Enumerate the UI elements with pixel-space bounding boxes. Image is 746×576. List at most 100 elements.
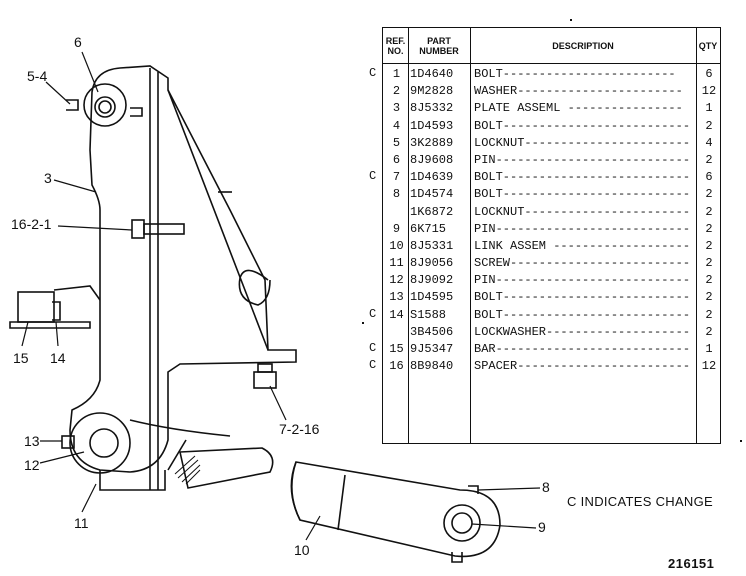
table-row: 1 1D4640 BOLT------------------------ 6 <box>383 66 720 83</box>
change-legend-note: C INDICATES CHANGE <box>567 494 714 509</box>
ref-no-cell: 3 <box>392 101 401 116</box>
bottom-pin <box>69 412 131 474</box>
description-cell: PLATE ASSEML ---------------- <box>474 101 683 116</box>
description-cell: BOLT-------------------------- <box>474 307 691 322</box>
ref-no-cell: 6 <box>392 152 401 167</box>
change-indicator: C <box>369 169 377 184</box>
table-row: 15 9J5347 BAR--------------------------- 1 <box>383 341 720 358</box>
description-cell: SPACER------------------------ <box>474 359 691 374</box>
qty-cell: 2 <box>705 324 713 339</box>
top-pin <box>83 83 127 127</box>
qty-cell: 2 <box>705 273 713 288</box>
ref-no-cell: 2 <box>392 84 401 99</box>
ref-no-cell: 15 <box>389 342 404 356</box>
description-cell: BOLT-------------------------- <box>474 290 691 305</box>
column-divider <box>470 28 471 443</box>
description-cell: PIN--------------------------- <box>474 152 691 167</box>
callout-12: 12 <box>24 457 40 473</box>
part-number-cell: 8J5332 <box>410 101 454 116</box>
link-assembly <box>290 461 501 558</box>
ref-no-cell: 4 <box>392 118 401 133</box>
qty-cell: 2 <box>705 204 713 219</box>
ref-no-cell: 16 <box>389 359 404 374</box>
header-description: DESCRIPTION <box>470 28 696 64</box>
header-ref-no: REF. NO. <box>383 28 408 64</box>
header-qty: QTY <box>696 28 720 64</box>
table-row: 4 1D4593 BOLT-------------------------- 2 <box>383 118 720 135</box>
part-number-cell: 1D4639 <box>410 170 454 185</box>
part-number-cell: 3K2889 <box>410 135 454 150</box>
description-cell: LOCKWASHER-------------------- <box>474 324 691 339</box>
description-cell: LOCKNUT----------------------- <box>474 204 691 219</box>
qty-cell: 2 <box>705 307 713 322</box>
callout-9: 9 <box>538 519 546 535</box>
callout-6: 6 <box>74 34 82 50</box>
ref-no-cell: 1 <box>392 67 401 81</box>
qty-cell: 6 <box>705 170 713 185</box>
table-row: 2 9M2828 WASHER----------------------- 12 <box>383 83 720 100</box>
part-number-cell: 8B9840 <box>410 359 454 374</box>
ref-no-cell: 14 <box>389 307 404 322</box>
ref-no-cell: 13 <box>389 290 404 305</box>
part-number-cell: 1D4595 <box>410 290 454 305</box>
qty-cell: 2 <box>705 238 713 253</box>
qty-cell: 6 <box>705 67 713 81</box>
ref-no-cell: 5 <box>392 135 401 150</box>
callout-10: 10 <box>294 542 310 558</box>
change-indicator: C <box>369 358 377 373</box>
change-indicator: C <box>369 306 377 321</box>
table-row: 13 1D4595 BOLT-------------------------- 2 <box>383 289 720 306</box>
part-number-cell: 9J5347 <box>410 342 454 356</box>
qty-cell: 2 <box>705 152 713 167</box>
part-number-cell: 1D4593 <box>410 118 454 133</box>
description-cell: PIN--------------------------- <box>474 221 691 236</box>
change-indicator: C <box>369 341 377 356</box>
ref-no-cell: 11 <box>389 256 404 271</box>
qty-cell: 2 <box>705 290 713 305</box>
plate-number: 216151 <box>668 556 715 571</box>
table-row: 9 6K715 PIN--------------------------- 2 <box>383 221 720 238</box>
description-cell: BOLT-------------------------- <box>474 187 691 202</box>
change-indicator: C <box>369 66 377 80</box>
qty-cell: 12 <box>701 359 717 374</box>
qty-cell: 12 <box>701 84 717 99</box>
ref-no-cell: 8 <box>392 187 401 202</box>
description-cell: LINK ASSEM ------------------- <box>474 238 691 253</box>
part-number-cell: 8J9092 <box>410 273 454 288</box>
callout-15: 15 <box>13 350 29 366</box>
qty-cell: 1 <box>705 342 713 356</box>
description-cell: WASHER----------------------- <box>474 84 683 99</box>
column-divider <box>408 28 409 443</box>
qty-cell: 2 <box>705 221 713 236</box>
qty-cell: 2 <box>705 187 713 202</box>
description-cell: PIN--------------------------- <box>474 273 691 288</box>
ref-no-cell: 9 <box>392 221 401 236</box>
part-number-cell: 9M2828 <box>410 84 454 99</box>
description-cell: SCREW------------------------- <box>474 256 691 271</box>
qty-cell: 2 <box>705 118 713 133</box>
callout-3: 3 <box>44 170 52 186</box>
part-number-cell: 1K6872 <box>410 204 454 219</box>
part-number-cell: 6K715 <box>410 221 447 236</box>
description-cell: BOLT-------------------------- <box>474 118 691 133</box>
callout-8: 8 <box>542 479 550 495</box>
description-cell: BOLT------------------------ <box>474 67 676 81</box>
frame-outline <box>69 65 297 473</box>
description-cell: BAR--------------------------- <box>474 342 691 356</box>
part-number-cell: 1D4640 <box>410 67 454 81</box>
table-body: 1 1D4640 BOLT------------------------ 6 2 9M2… <box>383 66 720 375</box>
qty-cell: 4 <box>705 135 713 150</box>
callout-11: 11 <box>74 515 89 531</box>
ref-no-cell: 10 <box>389 238 404 253</box>
